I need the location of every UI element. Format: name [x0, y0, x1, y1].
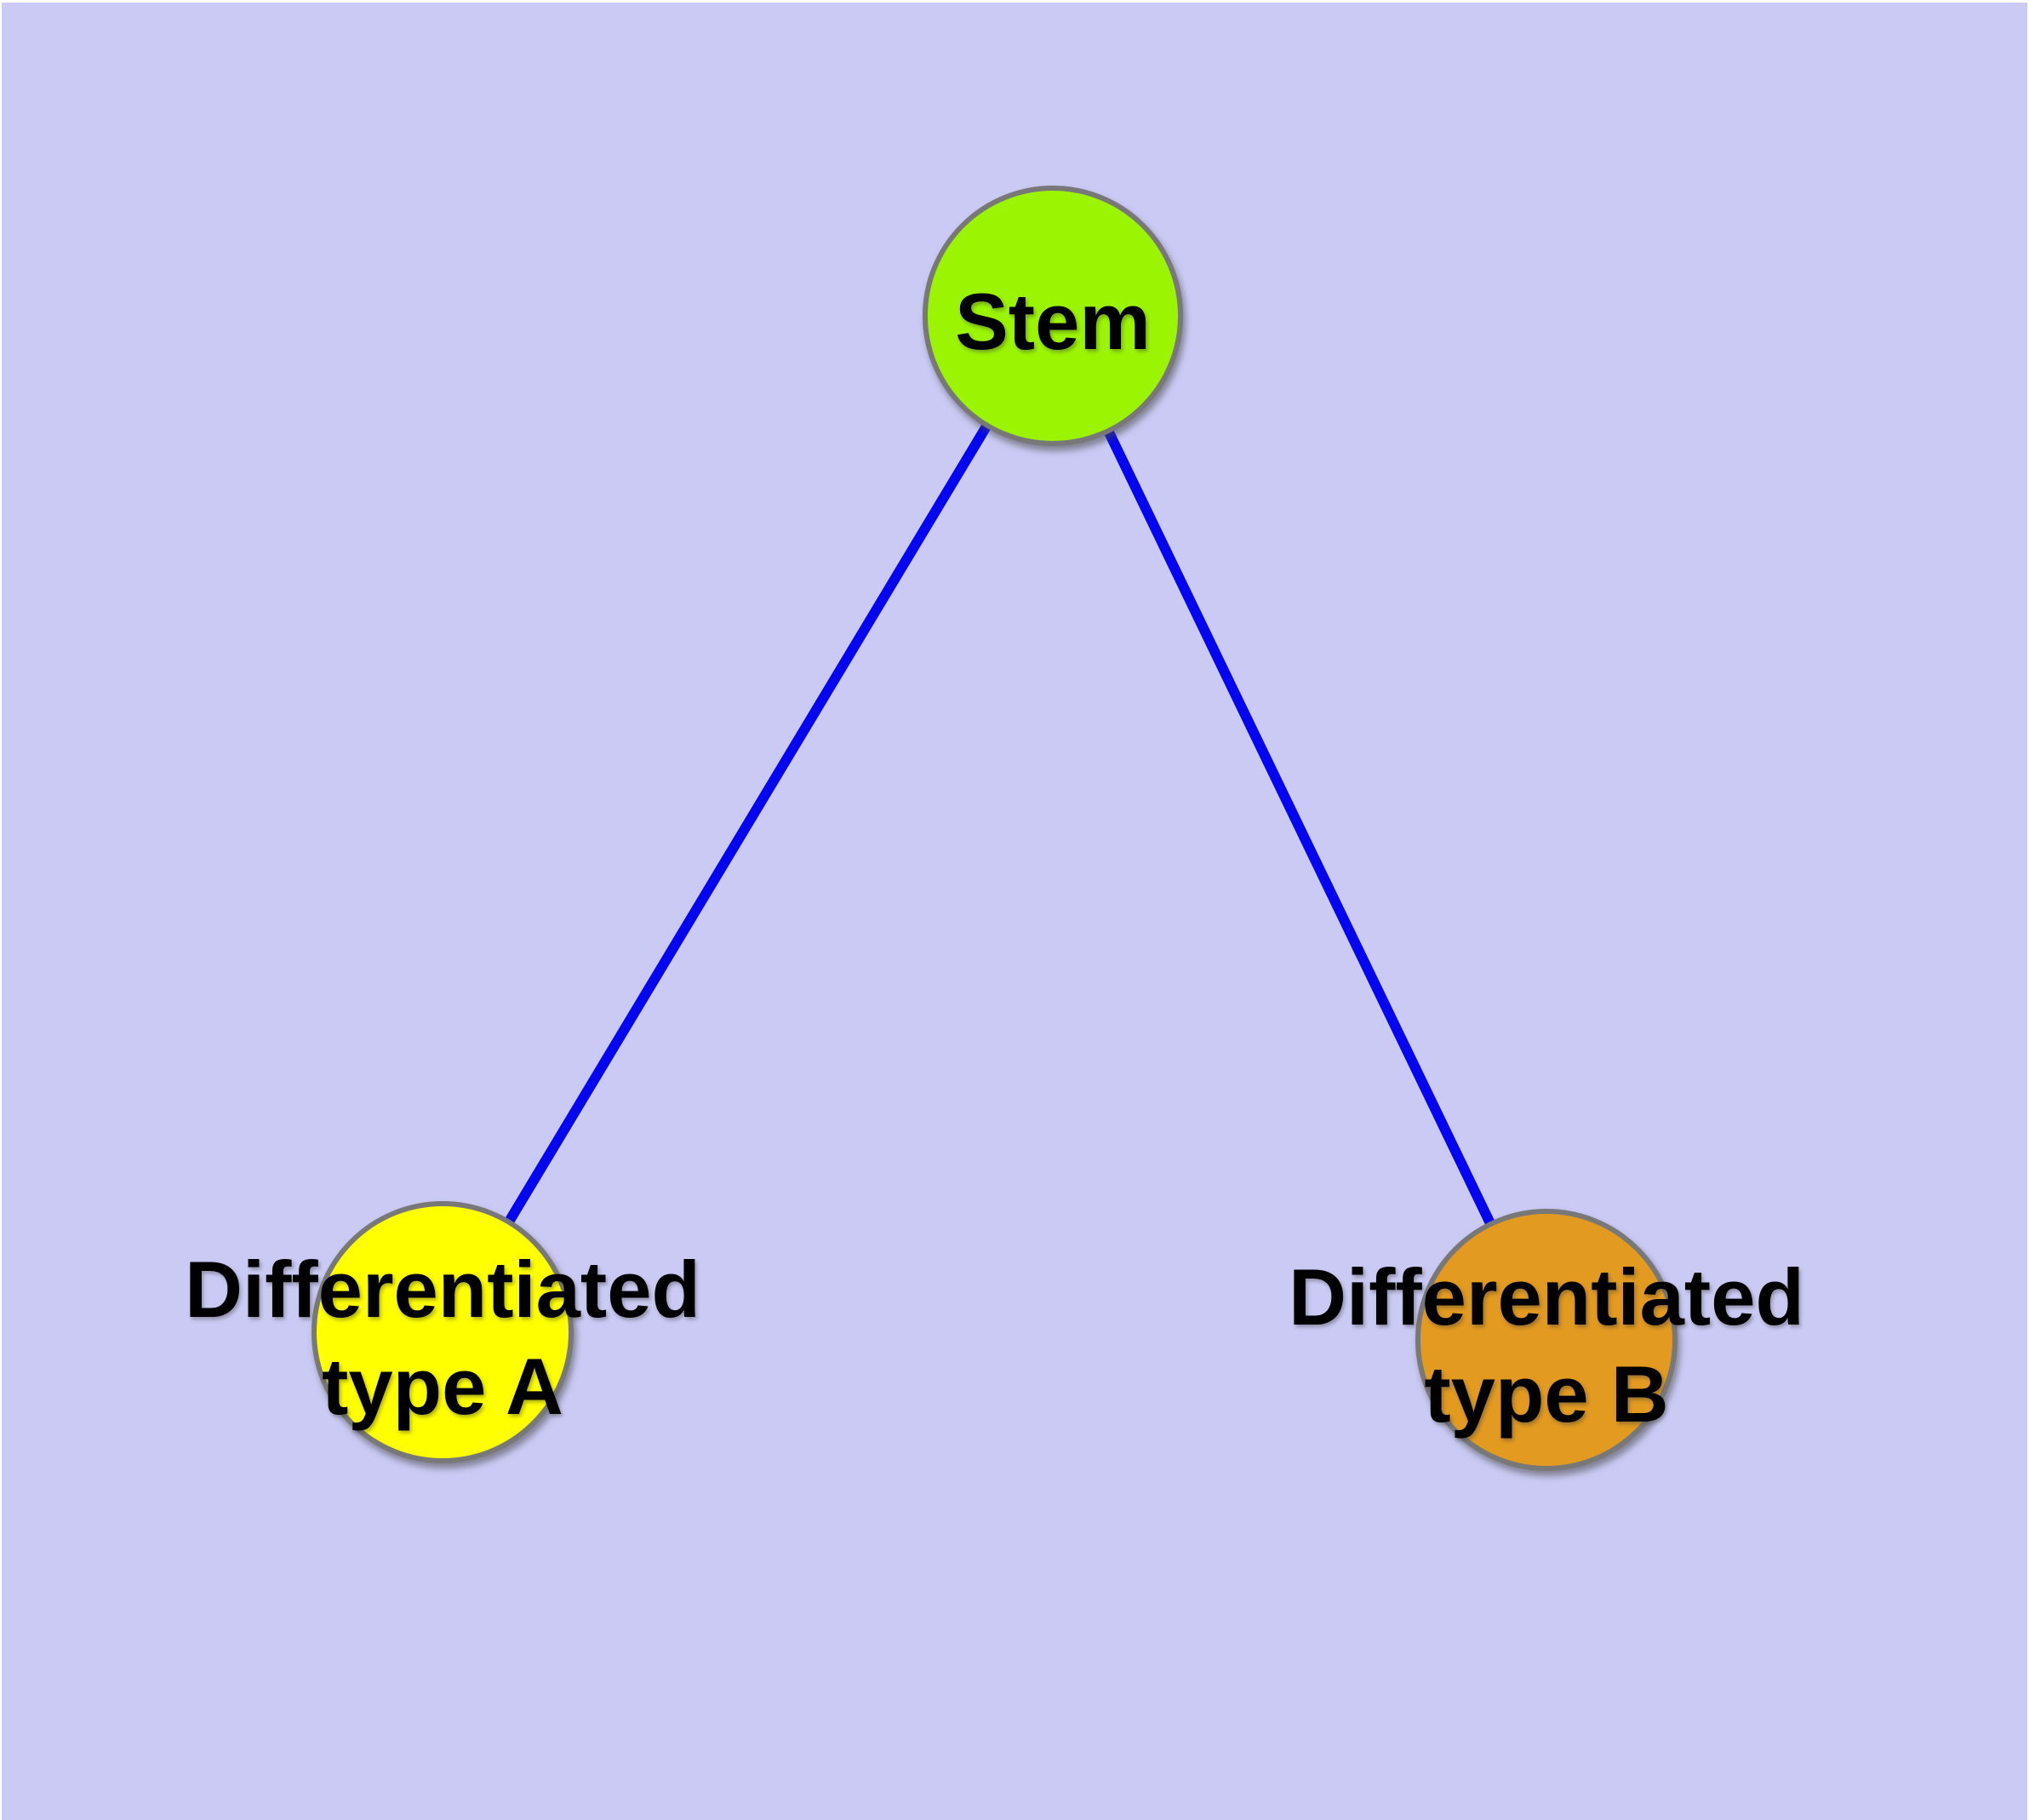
edge-stem-to-differentiated-type-b — [1048, 313, 1552, 1342]
node-label-line: Differentiated — [185, 1245, 700, 1334]
node-label-line: type A — [322, 1342, 563, 1431]
node-label-line: type B — [1424, 1349, 1668, 1439]
node-stem — [923, 186, 1183, 446]
node-label-stem: Stem — [955, 277, 1151, 366]
node-differentiated-type-a — [311, 1201, 574, 1463]
edge-stem-to-differentiated-type-a — [437, 312, 1058, 1336]
node-differentiated-type-b — [1415, 1209, 1677, 1471]
node-label-line: Differentiated — [1289, 1252, 1804, 1342]
node-label-line: Stem — [955, 277, 1151, 366]
